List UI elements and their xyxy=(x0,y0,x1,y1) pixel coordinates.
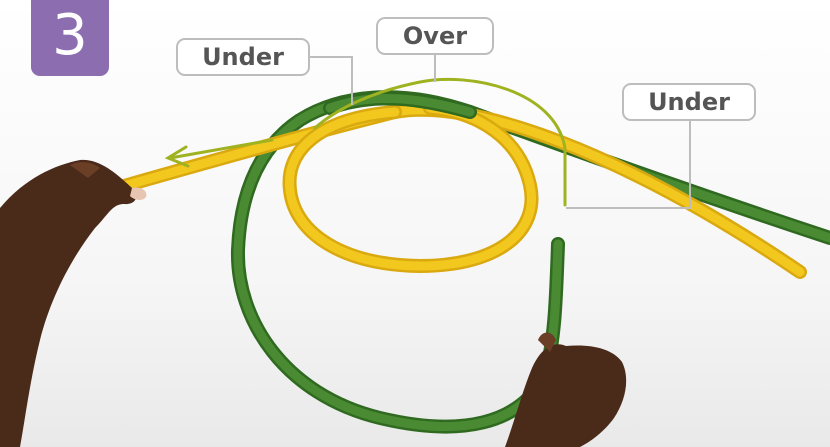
under-label-right: Under xyxy=(622,83,756,121)
under-label-left: Under xyxy=(176,38,310,76)
over-label: Over xyxy=(376,17,494,55)
step-number-badge: 3 xyxy=(31,0,109,76)
